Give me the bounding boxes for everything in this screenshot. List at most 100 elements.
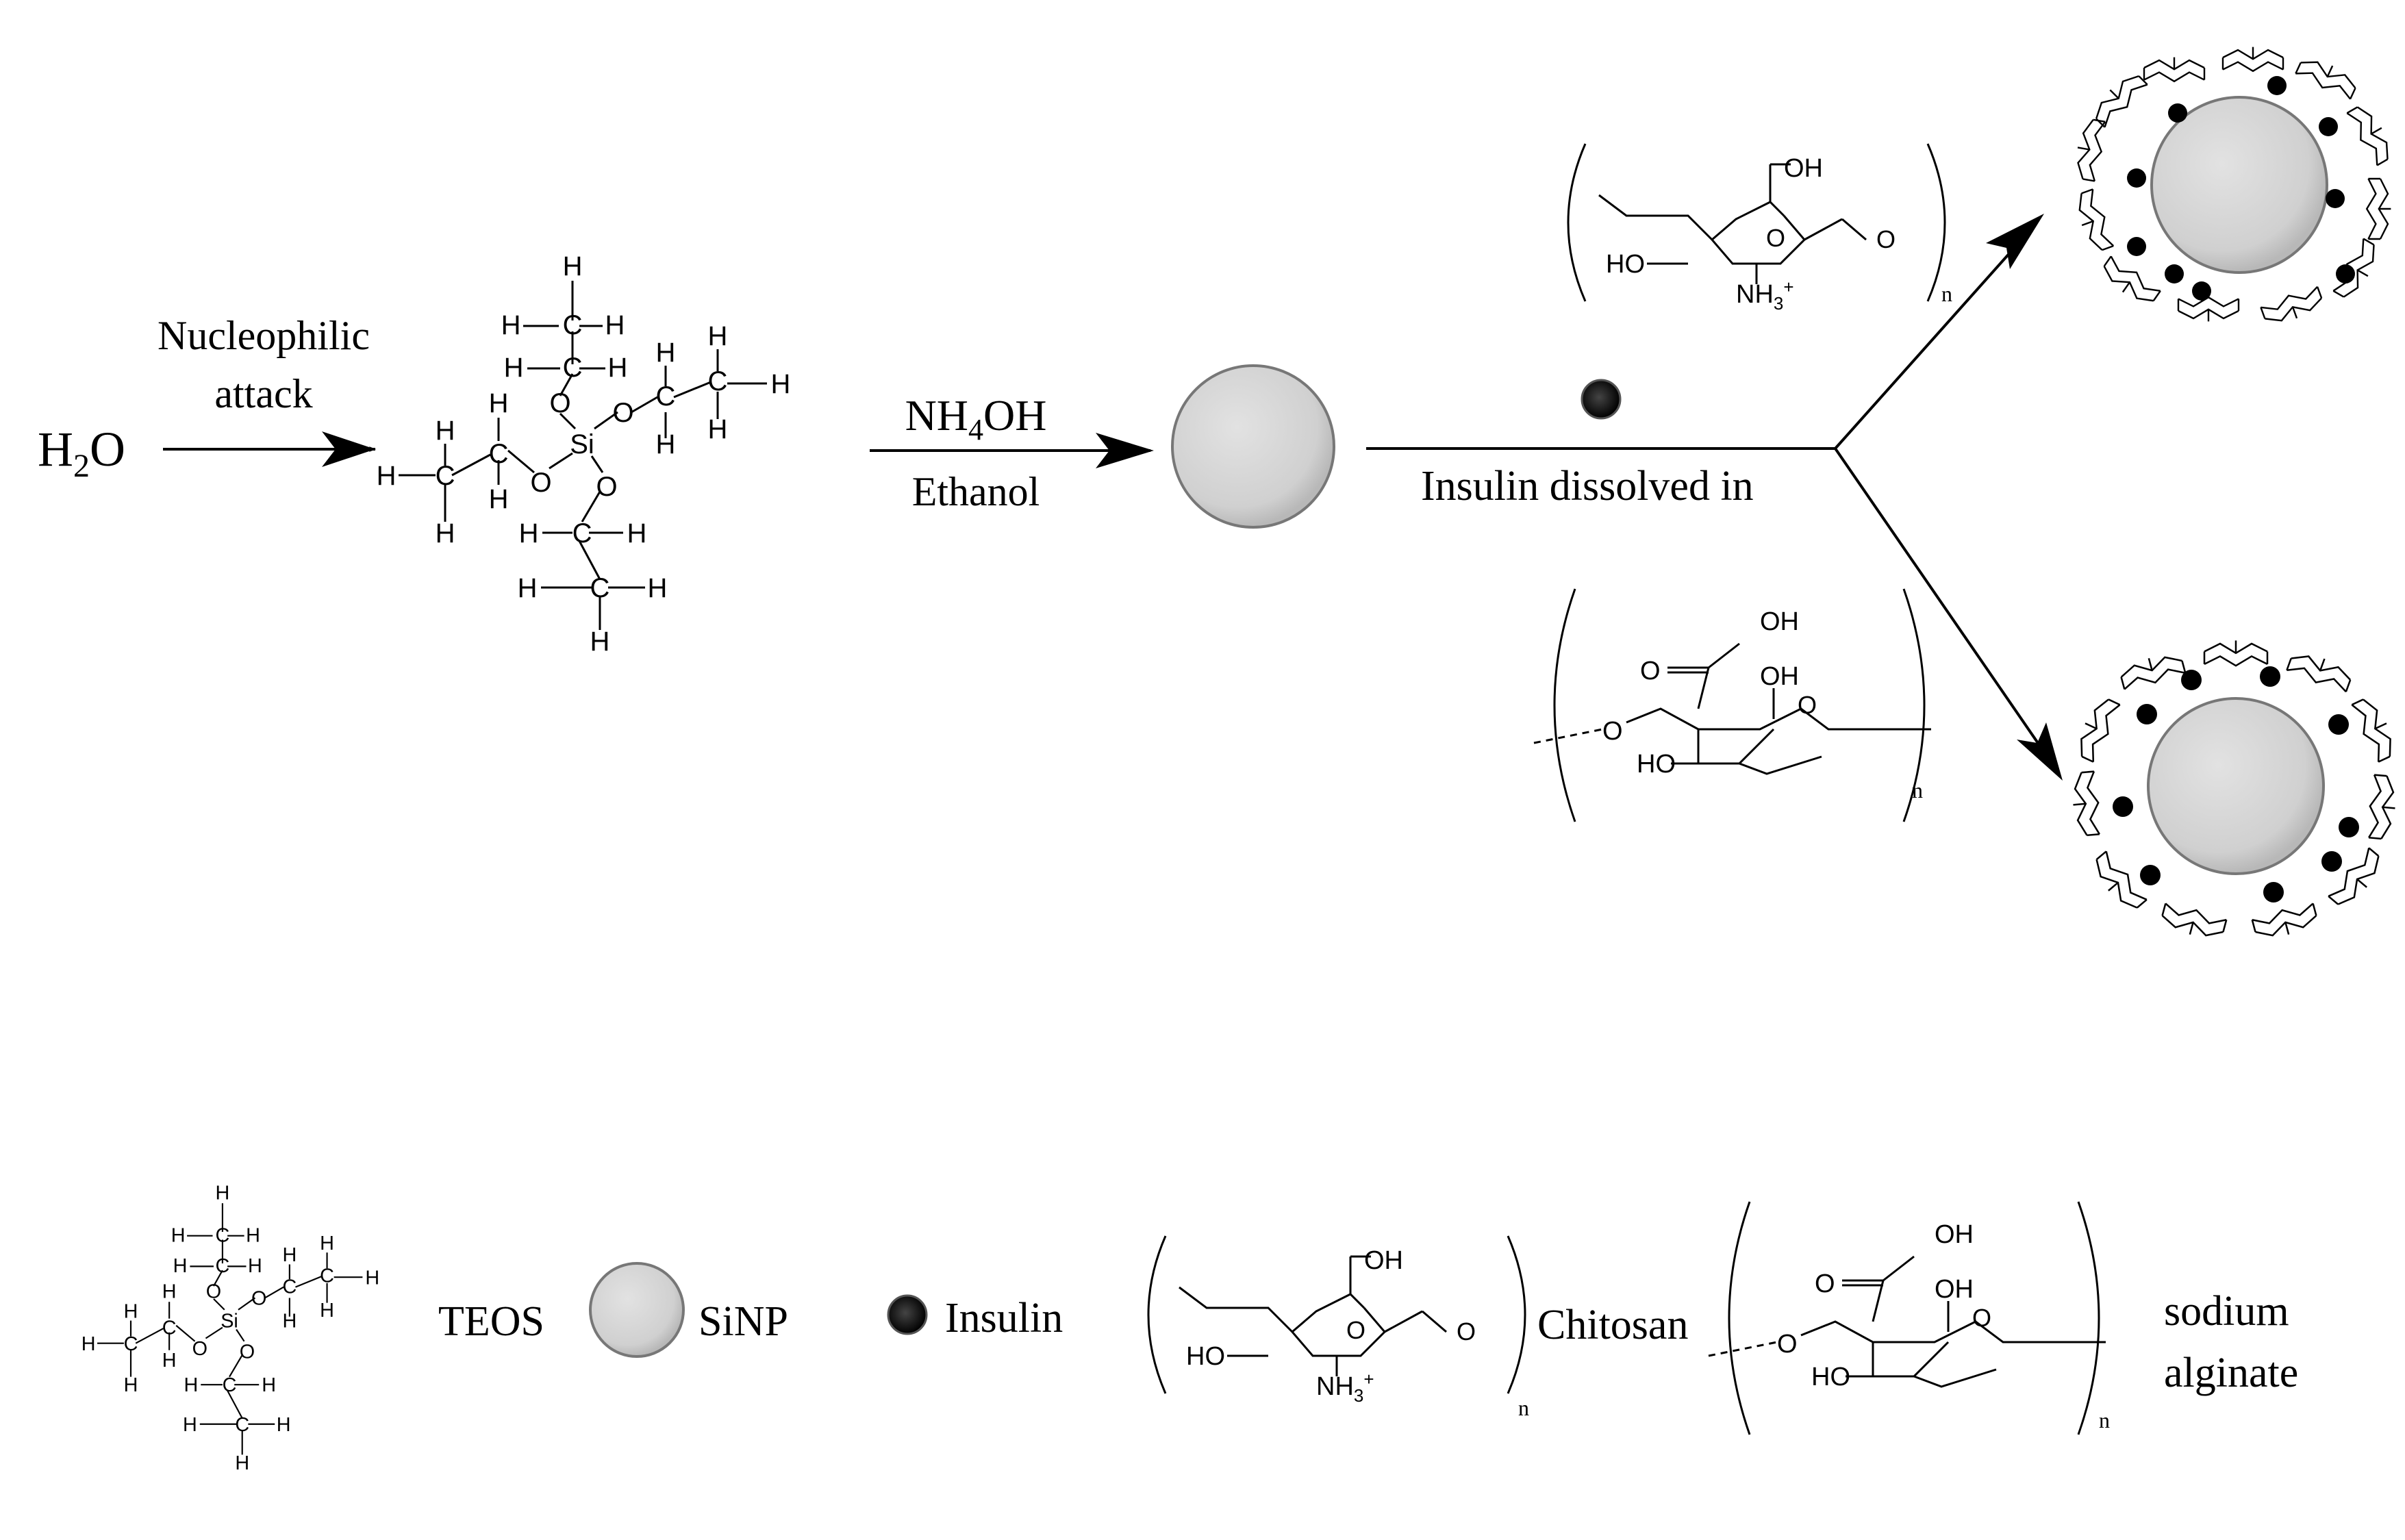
alginate-structure-legend: OH O OH O O HO n [1707, 1200, 2110, 1436]
svg-text:C: C [590, 573, 610, 603]
svg-text:H: H [282, 1311, 297, 1333]
svg-text:H: H [436, 416, 455, 446]
svg-text:HO: HO [1637, 750, 1676, 779]
svg-text:OH: OH [1364, 1246, 1403, 1275]
svg-text:H: H [501, 310, 521, 340]
insulin-dot [2137, 704, 2157, 724]
svg-text:O: O [1798, 691, 1817, 719]
svg-text:OH: OH [1784, 154, 1823, 183]
svg-text:H: H [489, 484, 509, 514]
svg-text:O: O [596, 472, 617, 502]
insulin-dot [2328, 714, 2349, 735]
svg-text:Si: Si [221, 1311, 238, 1333]
svg-text:NH3+: NH3+ [1316, 1369, 1374, 1406]
svg-text:C: C [216, 1224, 230, 1246]
svg-text:C: C [320, 1265, 334, 1287]
svg-text:Si: Si [570, 429, 594, 459]
teos-structure-legend: Si O C H H C H H H O C H H C H H H O C H… [81, 1182, 380, 1474]
svg-text:H: H [519, 518, 539, 548]
legend-sinp-label: SiNP [698, 1298, 788, 1345]
svg-text:OH: OH [1760, 607, 1799, 636]
svg-text:H: H [518, 573, 538, 603]
svg-text:H: H [590, 627, 610, 657]
svg-text:H: H [320, 1233, 334, 1254]
insulin-dot [2113, 796, 2133, 817]
svg-text:H: H [124, 1374, 138, 1396]
svg-text:C: C [162, 1317, 177, 1339]
svg-text:H: H [656, 338, 676, 368]
branch-arrow-chitosan [1834, 225, 2035, 450]
svg-text:O: O [612, 398, 633, 428]
chitosan-coated-particle [2070, 46, 2398, 330]
svg-text:O: O [1876, 225, 1896, 253]
insulin-dot [2192, 281, 2211, 301]
svg-text:O: O [1457, 1317, 1476, 1346]
teos-structure-large: Si O C H H C H H H O C H H C H H H O C H… [377, 251, 791, 657]
insulin-dot [2336, 264, 2355, 283]
chitosan-core-particle [2150, 96, 2328, 274]
legend-insulin-label: Insulin [945, 1295, 1063, 1341]
svg-text:O: O [192, 1338, 207, 1360]
insulin-dot [2326, 189, 2345, 208]
svg-text:OH: OH [1935, 1275, 1974, 1304]
svg-text:H: H [563, 251, 583, 281]
svg-text:H: H [184, 1374, 198, 1396]
alginate-coated-particle [2069, 640, 2401, 944]
branch-arrowhead-chitosan [1986, 214, 2044, 269]
svg-text:H: H [608, 353, 628, 383]
branch-arrow-alginate [1834, 447, 2056, 768]
insulin-dot [2127, 168, 2146, 188]
insulin-dot [2127, 237, 2146, 256]
svg-text:H: H [81, 1333, 96, 1355]
arrowhead-1 [322, 431, 375, 467]
insulin-dot [2181, 670, 2202, 690]
svg-text:H: H [235, 1452, 249, 1474]
svg-text:H: H [246, 1224, 260, 1246]
svg-text:C: C [563, 353, 583, 383]
step2-solvent: Ethanol [912, 469, 1040, 514]
svg-text:O: O [1640, 657, 1661, 685]
svg-text:C: C [708, 366, 728, 396]
insulin-dot [1581, 379, 1622, 420]
svg-text:H: H [489, 388, 509, 418]
svg-text:C: C [436, 461, 455, 491]
svg-text:H: H [262, 1374, 276, 1396]
svg-text:HO: HO [1186, 1342, 1225, 1371]
svg-text:H: H [605, 310, 625, 340]
svg-text:H: H [627, 518, 647, 548]
svg-text:H: H [648, 573, 668, 603]
legend-teos-label: TEOS [438, 1298, 544, 1345]
svg-text:H: H [504, 353, 524, 383]
svg-text:HO: HO [1811, 1363, 1850, 1391]
svg-text:n: n [2099, 1408, 2110, 1432]
svg-text:O: O [240, 1341, 255, 1363]
insulin-dot [2267, 76, 2287, 95]
svg-text:C: C [223, 1374, 237, 1396]
legend-sinp-icon [589, 1262, 685, 1358]
insulin-dissolved-label: Insulin dissolved in [1421, 463, 1754, 509]
alginate-structure-mid: OH O OH O O HO n [1533, 588, 1932, 823]
svg-text:O: O [1815, 1270, 1835, 1298]
svg-text:C: C [235, 1414, 249, 1436]
svg-text:H: H [171, 1224, 186, 1246]
svg-text:O: O [1972, 1304, 1991, 1332]
svg-text:C: C [563, 310, 583, 340]
alginate-core-particle [2147, 697, 2325, 875]
svg-text:n: n [1941, 281, 1952, 306]
legend-insulin-icon [887, 1294, 928, 1335]
insulin-dot [2339, 817, 2359, 837]
legend-alginate-label-line1: sodium [2164, 1288, 2289, 1335]
svg-text:H: H [162, 1280, 177, 1302]
svg-text:H: H [173, 1255, 188, 1277]
svg-text:O: O [206, 1280, 221, 1302]
svg-text:OH: OH [1935, 1220, 1974, 1249]
svg-text:H: H [436, 518, 455, 548]
svg-text:n: n [1912, 778, 1923, 803]
svg-text:H: H [320, 1300, 334, 1322]
svg-text:C: C [124, 1333, 138, 1355]
svg-text:n: n [1518, 1396, 1529, 1420]
svg-text:O: O [251, 1288, 266, 1310]
insulin-dot [2260, 666, 2280, 687]
step2-reagent: NH4OH [905, 391, 1047, 446]
svg-text:C: C [216, 1255, 230, 1277]
